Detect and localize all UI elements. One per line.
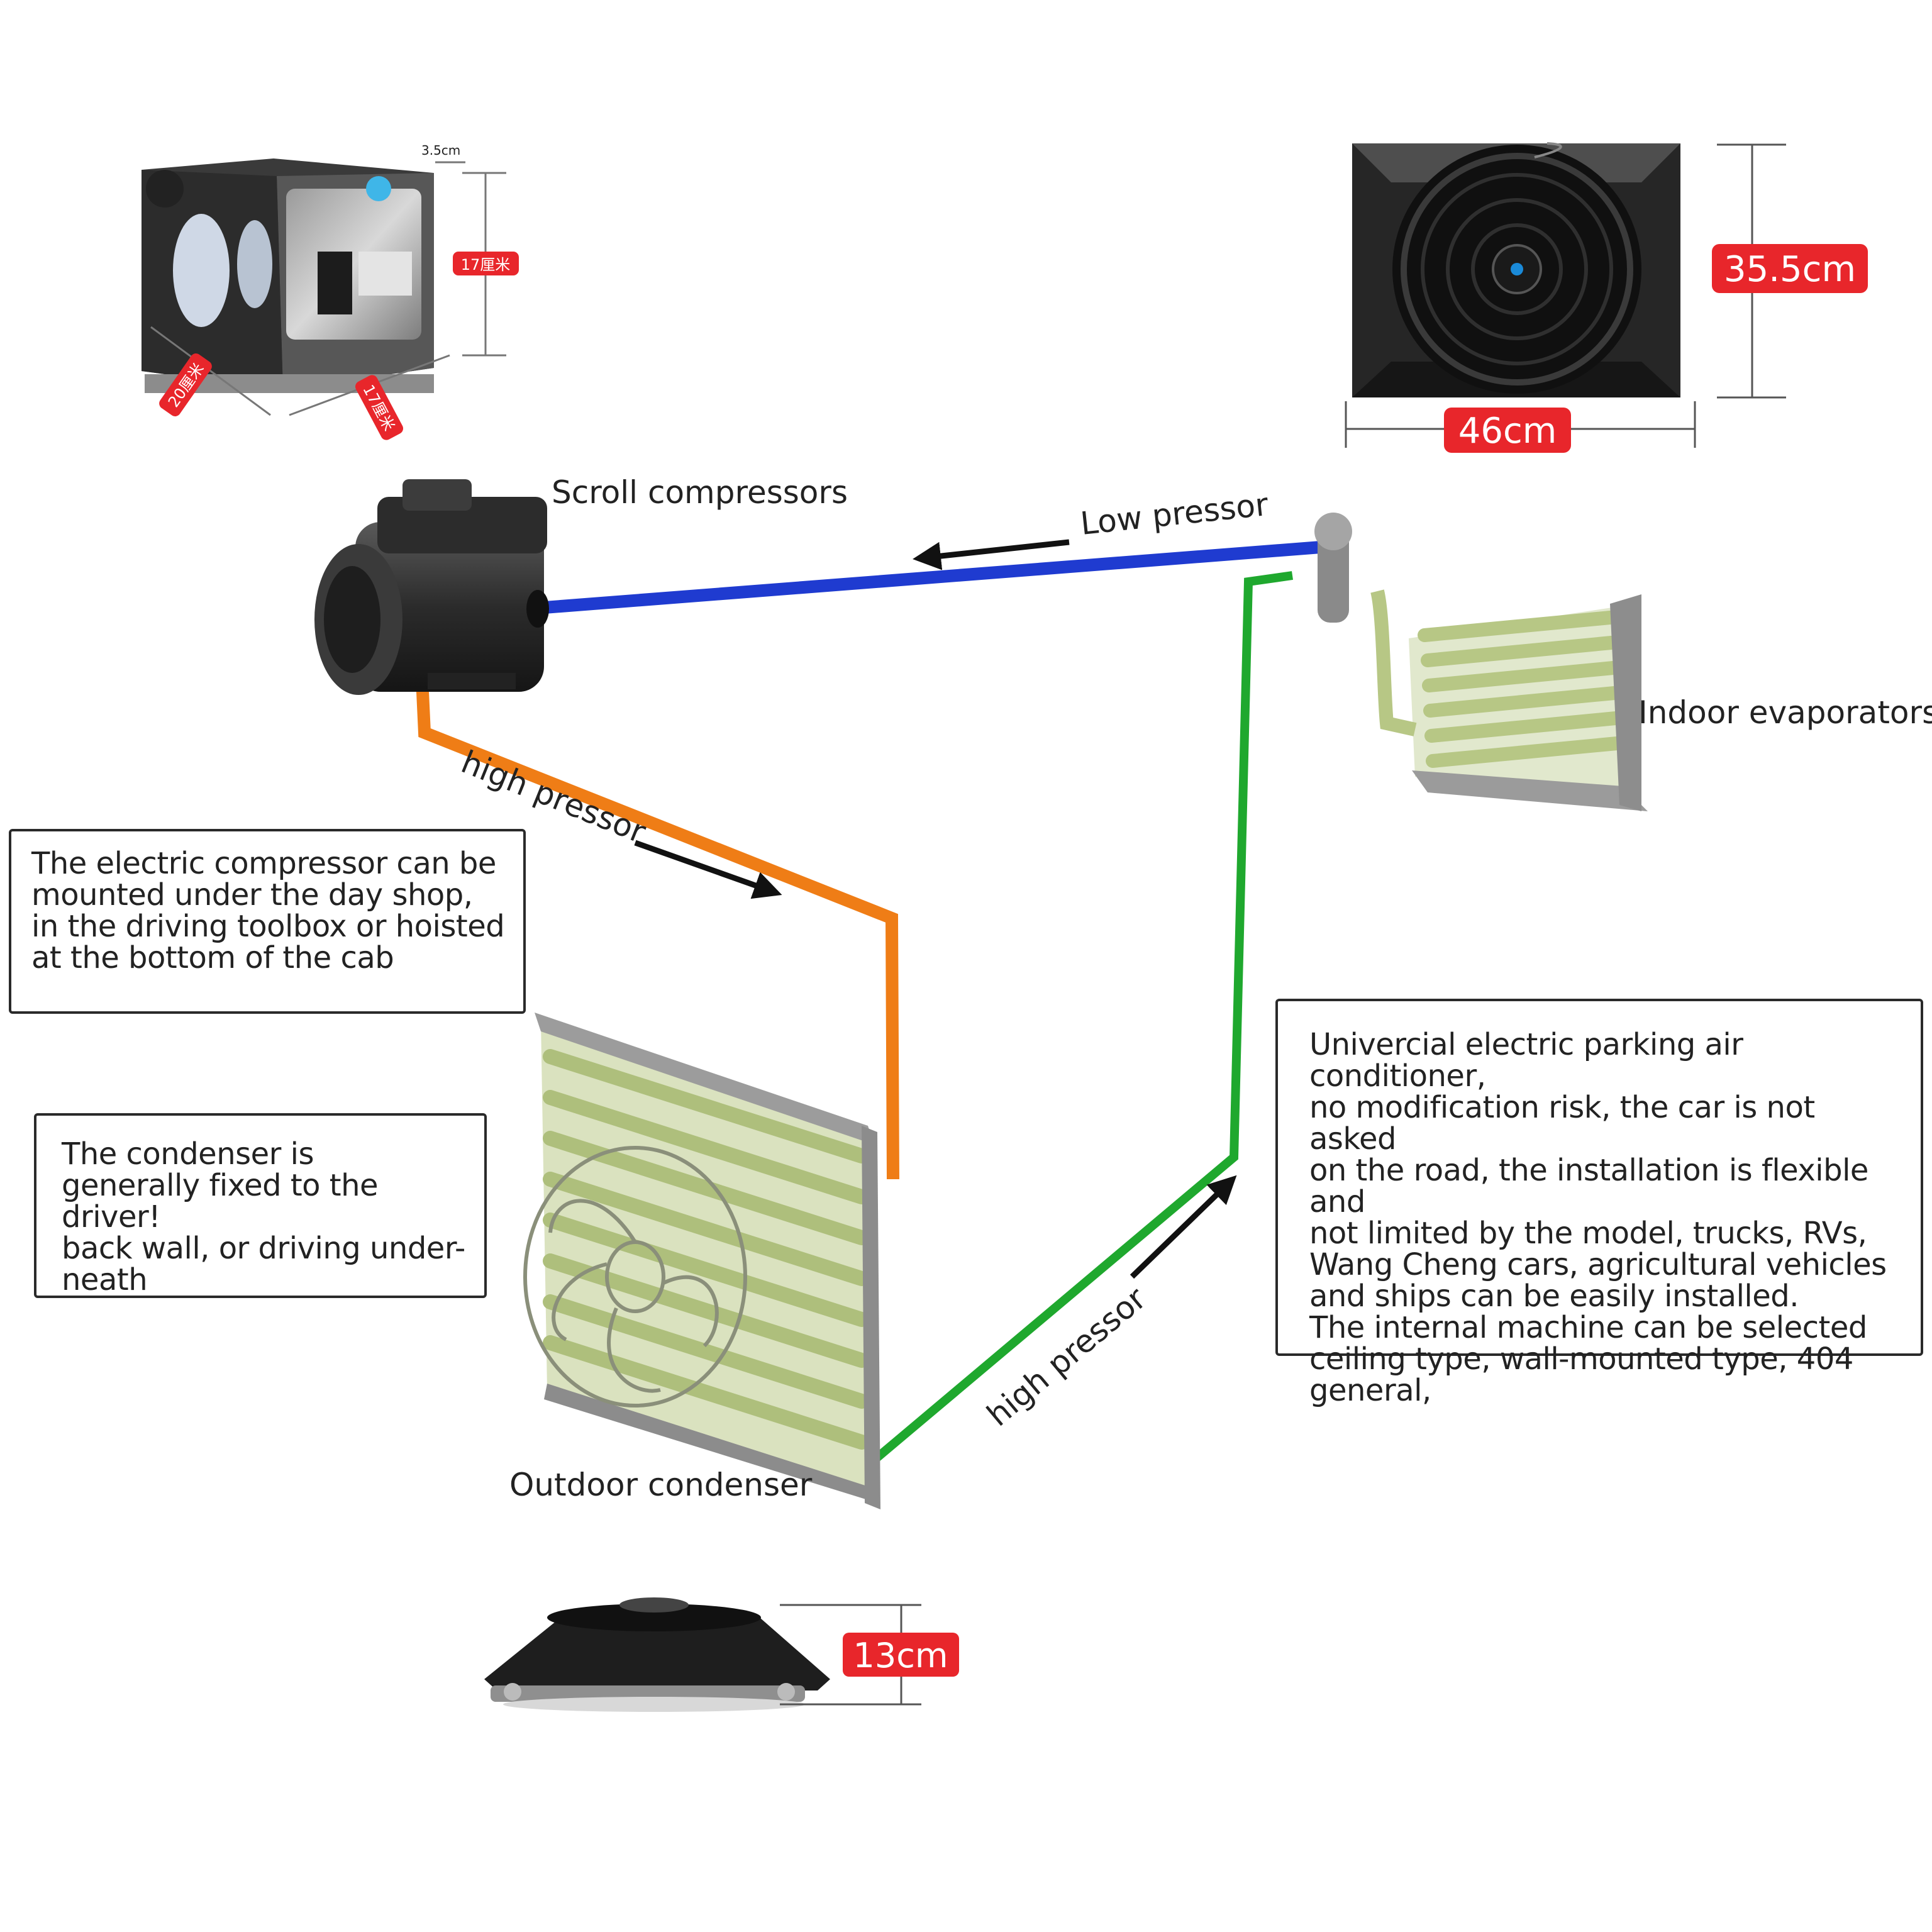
note-general-info: Univercial electric parking air conditio…: [1275, 999, 1923, 1406]
dimension-label-evaporator-width: 46cm: [1458, 411, 1557, 452]
note-compressor-mounting: The electric compressor can be mounted u…: [9, 829, 526, 1014]
axial-fan-icon: [523, 1146, 747, 1407]
arrow-low-pressure: [913, 539, 1070, 570]
dimension-label-compressor-depth: 3.5cm: [421, 143, 460, 158]
compressor-frame-photo: [142, 158, 434, 393]
high-pressure-liquid-line: [865, 571, 1293, 1469]
scroll-compressor-icon: [314, 479, 549, 695]
dimension-label-compressor-height: 17厘米: [461, 256, 511, 274]
condenser-coil-icon: [523, 1013, 880, 1509]
dimension-label-evaporator-height: 35.5cm: [1724, 249, 1856, 290]
label-scroll-compressors: Scroll compressors: [552, 474, 848, 511]
label-outdoor-condenser: Outdoor condenser: [509, 1467, 813, 1503]
badge-compressor-height: 17厘米: [453, 252, 519, 275]
low-pressure-line: [522, 541, 1327, 615]
evaporator-unit-photo: [1352, 142, 1680, 397]
fan-profile-photo: [484, 1597, 830, 1712]
arrow-high-pressure-right: [1130, 1175, 1237, 1279]
evaporator-coil-icon: [1314, 513, 1648, 811]
badge-evaporator-height: 35.5cm: [1712, 244, 1868, 293]
arrow-high-pressure-left: [634, 840, 782, 899]
badge-fan-height: 13cm: [843, 1633, 959, 1677]
label-indoor-evaporators: Indoor evaporators: [1638, 694, 1932, 731]
note-condenser-mounting: The condenser is generally fixed to the …: [34, 1113, 487, 1298]
dimension-label-fan-height: 13cm: [853, 1636, 948, 1675]
badge-evaporator-width: 46cm: [1444, 408, 1571, 453]
label-low-pressure: Low pressor: [1079, 486, 1270, 542]
